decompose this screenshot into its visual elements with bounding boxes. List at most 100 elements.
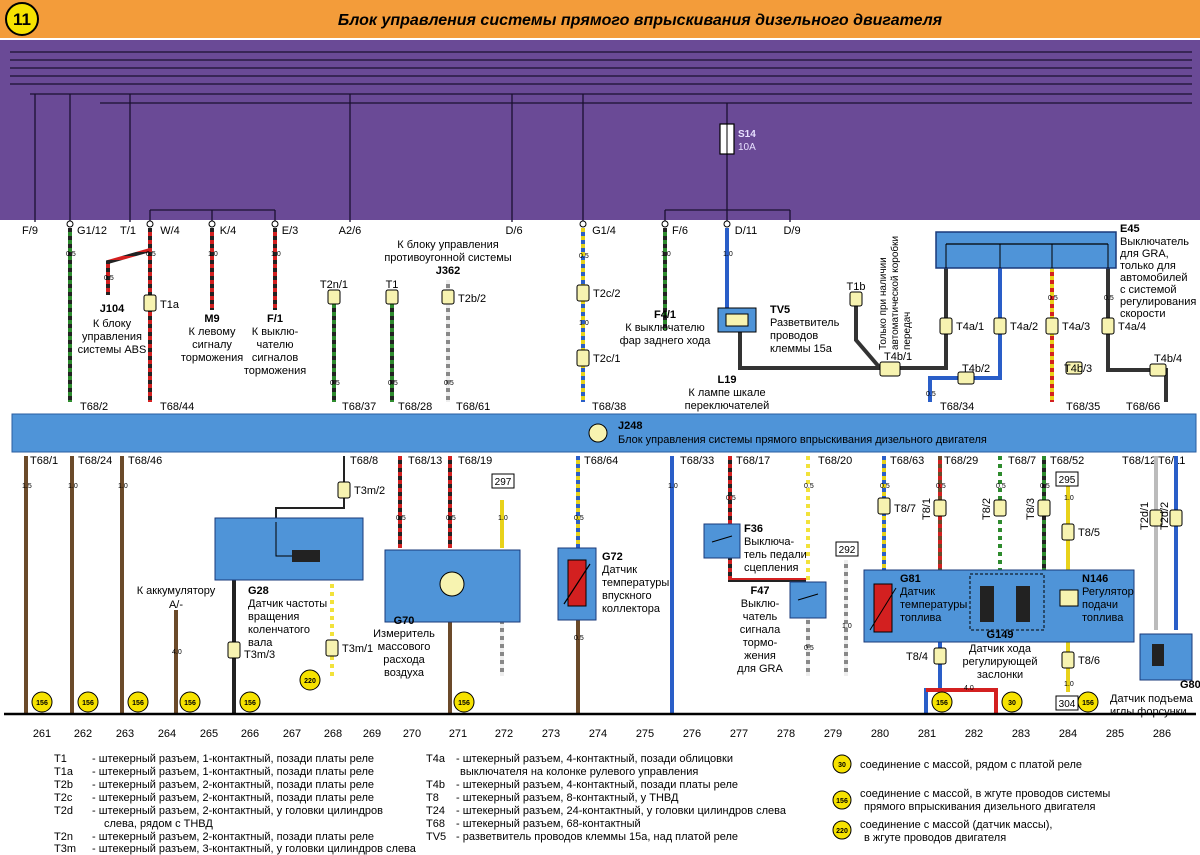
- component-desc: только для: [1120, 260, 1176, 272]
- ground-label: 156: [184, 700, 196, 707]
- legend-right: 30 соединение с массой, рядом с платой р…: [832, 754, 1110, 844]
- component-desc: системы ABS: [78, 344, 147, 356]
- scale: 261 262 263 264 265 266 267 268 269 270 …: [33, 728, 1171, 740]
- f36-switch: [703, 523, 741, 559]
- component-desc: подачи: [1082, 599, 1118, 611]
- legend-code: T24: [426, 805, 445, 817]
- wire-gauge: 0.5: [1104, 295, 1114, 302]
- legend-ground-num: 30: [838, 762, 846, 769]
- g70-sensor: [384, 549, 521, 623]
- legend-code: T2n: [54, 831, 73, 843]
- wire-gauge: 0.5: [66, 251, 76, 258]
- connector-label: T4a/4: [1118, 321, 1146, 333]
- legend-ground-text: соединение с массой (датчик массы),: [860, 819, 1053, 831]
- wire-gauges-bottom: 1.5 1.0 1.0 4.0 0.5 0.5 1.0 0.5 0.5 1.0 …: [22, 483, 1074, 688]
- wire-gauge: 0.5: [1048, 295, 1058, 302]
- legend-text: - штекерный разъем, 1-контактный, позади…: [92, 766, 374, 778]
- scale-number: 269: [363, 728, 381, 740]
- component-desc: вращения: [248, 611, 299, 623]
- component-code: E45: [1120, 223, 1140, 235]
- component-desc: Разветвитель: [770, 317, 840, 329]
- component-code: F/1: [267, 313, 283, 325]
- terminal-label: F/9: [22, 225, 38, 237]
- pin-label: T68/63: [890, 455, 924, 467]
- wire-gauge: 1.0: [723, 251, 733, 258]
- legend-code: T2b: [54, 779, 73, 791]
- scale-number: 267: [283, 728, 301, 740]
- terminal-label: F/6: [672, 225, 688, 237]
- legend-left: T1 - штекерный разъем, 1-контактный, поз…: [54, 753, 417, 855]
- component-desc: вала: [248, 637, 273, 649]
- wire-gauge: 0.5: [330, 380, 340, 387]
- component-desc: автомобилей: [1120, 272, 1188, 284]
- component-code: G81: [900, 573, 921, 585]
- component-desc: сцепления: [744, 562, 799, 574]
- ref-number: 292: [839, 545, 856, 556]
- legend-code: T2d: [54, 805, 73, 817]
- legend-mid: T4a - штекерный разъем, 4-контактный, по…: [426, 753, 787, 843]
- ground-markers: [31, 669, 1099, 713]
- pin-label: T6/11: [1158, 455, 1185, 467]
- terminal-label: W/4: [160, 225, 180, 237]
- wire-gauge: 0.5: [574, 515, 584, 522]
- component-desc: с системой: [1120, 284, 1177, 296]
- scale-number: 280: [871, 728, 889, 740]
- component-desc: торможения: [181, 352, 243, 364]
- tv5-splice: [717, 307, 757, 333]
- component-desc: Выклю-: [741, 598, 780, 610]
- component-desc: регулирования: [1120, 296, 1196, 308]
- page-number-badge: [5, 2, 39, 36]
- wire-gauge: 0.5: [1040, 483, 1050, 490]
- ground-label: 156: [244, 700, 256, 707]
- top-terminal-labels: F/9 G1/12 T/1 W/4 K/4 E/3 A2/6 D/6 G1/4 …: [22, 225, 801, 237]
- top-component-labels: J104 К блоку управления системы ABS T1a …: [78, 223, 1197, 412]
- wire-gauge: 0.5: [804, 645, 814, 652]
- component-code: L19: [718, 374, 737, 386]
- component-desc: К выклю-: [252, 326, 299, 338]
- connector-label: T4a/3: [1062, 321, 1090, 333]
- legend-code: T2c: [54, 792, 73, 804]
- component-desc: торможения: [244, 365, 306, 377]
- component-desc: температуры: [900, 599, 967, 611]
- component-code: J104: [100, 303, 125, 315]
- gearbox-note: Только при наличии: [878, 257, 889, 350]
- scale-number: 284: [1059, 728, 1077, 740]
- pin-label: T68/33: [680, 455, 714, 467]
- component-desc: Датчик частоты: [248, 598, 327, 610]
- wire-gauge: 1.0: [208, 251, 218, 258]
- connector-label: T2b/2: [458, 293, 486, 305]
- component-desc: чатель: [743, 611, 778, 623]
- scale-number: 274: [589, 728, 607, 740]
- ecu-bottom-pins: T68/1 T68/24 T68/46 T68/8 T68/13 T68/19 …: [30, 455, 1185, 467]
- legend-text: - штекерный разъем, 4-контактный, позади…: [456, 779, 738, 791]
- terminal-label: A2/6: [339, 225, 362, 237]
- component-code: J362: [436, 265, 460, 277]
- wire-gauge: 1.0: [68, 483, 78, 490]
- connector-label: T4b/4: [1154, 353, 1182, 365]
- scale-number: 277: [730, 728, 748, 740]
- wire-gauge: 1.0: [271, 251, 281, 258]
- wire-gauge: 0.5: [396, 515, 406, 522]
- e45-switch: [935, 231, 1117, 269]
- pin-label: T68/2: [80, 401, 108, 413]
- ref-number: 295: [1059, 475, 1076, 486]
- legend-text: - штекерный разъем, 1-контактный, позади…: [92, 753, 374, 765]
- component-code: G28: [248, 585, 269, 597]
- component-desc: регулирующей: [962, 656, 1037, 668]
- ground-label: 220: [304, 678, 316, 685]
- component-desc: тормо-: [743, 637, 778, 649]
- legend-text: - штекерный разъем, 24-контактный, у гол…: [456, 805, 787, 817]
- terminal-label: T/1: [120, 225, 136, 237]
- wire-gauge: 0.5: [996, 483, 1006, 490]
- legend-code: T4b: [426, 779, 445, 791]
- terminal-label: E/3: [282, 225, 299, 237]
- component-code: G72: [602, 551, 623, 563]
- pin-label: T68/64: [584, 455, 618, 467]
- scale-number: 268: [324, 728, 342, 740]
- page-title: Блок управления системы прямого впрыскив…: [338, 12, 943, 29]
- bus-drops: [34, 94, 791, 222]
- wire-gauge: 0.5: [579, 253, 589, 260]
- pin-label: T68/37: [342, 401, 376, 413]
- wire-gauge: 0.5: [726, 495, 736, 502]
